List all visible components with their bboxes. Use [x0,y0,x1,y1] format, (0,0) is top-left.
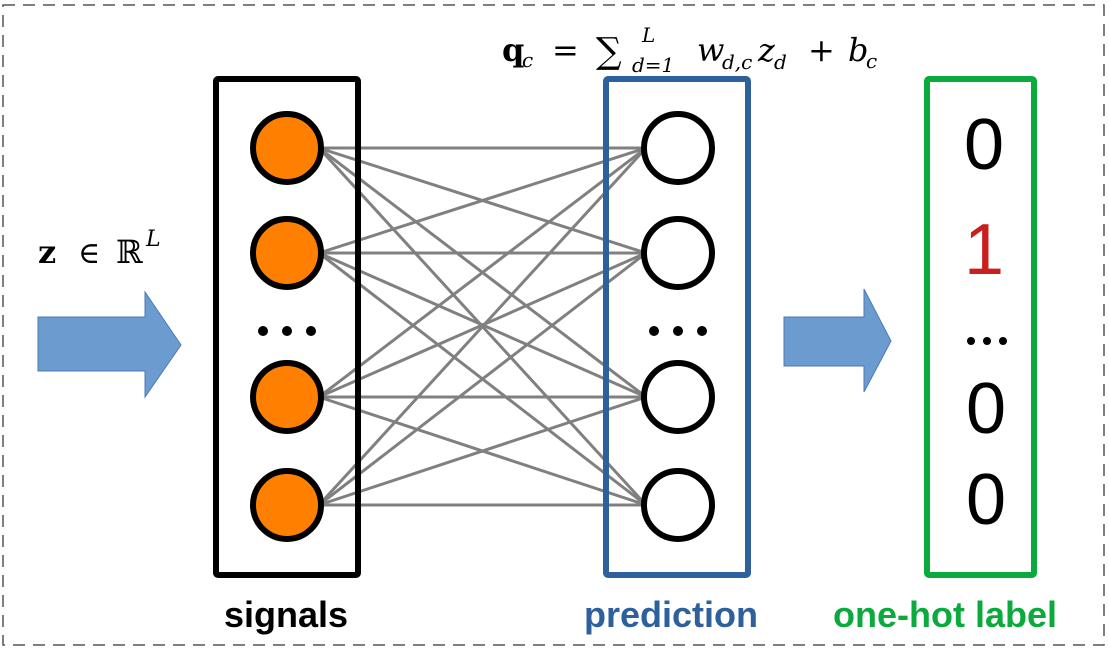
formula-q-sub: c [522,48,533,72]
one-hot-values: 0 1 0 0 [964,105,1007,540]
prediction-ellipsis-icon [649,326,707,336]
signal-node [250,111,324,185]
one-hot-value-hot: 1 [964,210,1004,290]
formula-w-sub: d,c [722,50,752,74]
signals-label: signals [224,594,348,635]
connection-edge [317,146,648,507]
formula-sum: ∑ [596,31,622,72]
input-element-of: ∈ [78,236,100,271]
one-hot-value: 0 [966,460,1006,540]
one-hot-value: 0 [964,105,1004,185]
signals-ellipsis-icon [258,326,316,336]
prediction-formula: q c = ∑ L d=1 w d,c z d + b c [502,23,877,77]
formula-sum-sup: L [641,23,655,47]
prediction-node [641,216,715,290]
input-sup: L [145,227,161,252]
input-arrow-icon [37,290,182,399]
formula-q: q [502,31,524,69]
formula-w: w [697,31,724,69]
signals-box [213,76,361,578]
connection-edge [318,251,647,507]
formula-b-sub: c [866,49,877,73]
formula-equals: = [552,31,579,69]
prediction-box [603,76,751,578]
one-hot-ellipsis-icon [967,337,1007,345]
input-z: z [38,233,56,271]
formula-sum-sub: d=1 [632,53,674,77]
one-hot-label-caption: one-hot label [833,594,1057,635]
connection-edge [318,146,647,255]
output-arrow-icon [783,288,892,393]
one-hot-box [924,76,1037,578]
formula-plus: + [808,31,835,69]
formula-z-sub: d [774,50,787,74]
signal-node [250,468,324,542]
signal-node [250,216,324,290]
outer-dashed-border [2,4,1105,646]
connection-edge [318,395,647,507]
input-vector-label: z ∈ ℝ L [38,227,161,271]
signal-node [250,360,324,434]
formula-z: z [757,31,776,69]
prediction-label: prediction [584,594,758,635]
connection-edge [318,146,647,399]
prediction-node [641,111,715,185]
network-nodes [250,111,715,542]
prediction-node [641,468,715,542]
prediction-node [641,360,715,434]
connection-edges [317,146,648,507]
one-hot-value: 0 [966,369,1006,449]
input-reals: ℝ [116,233,143,271]
formula-b: b [848,31,868,69]
